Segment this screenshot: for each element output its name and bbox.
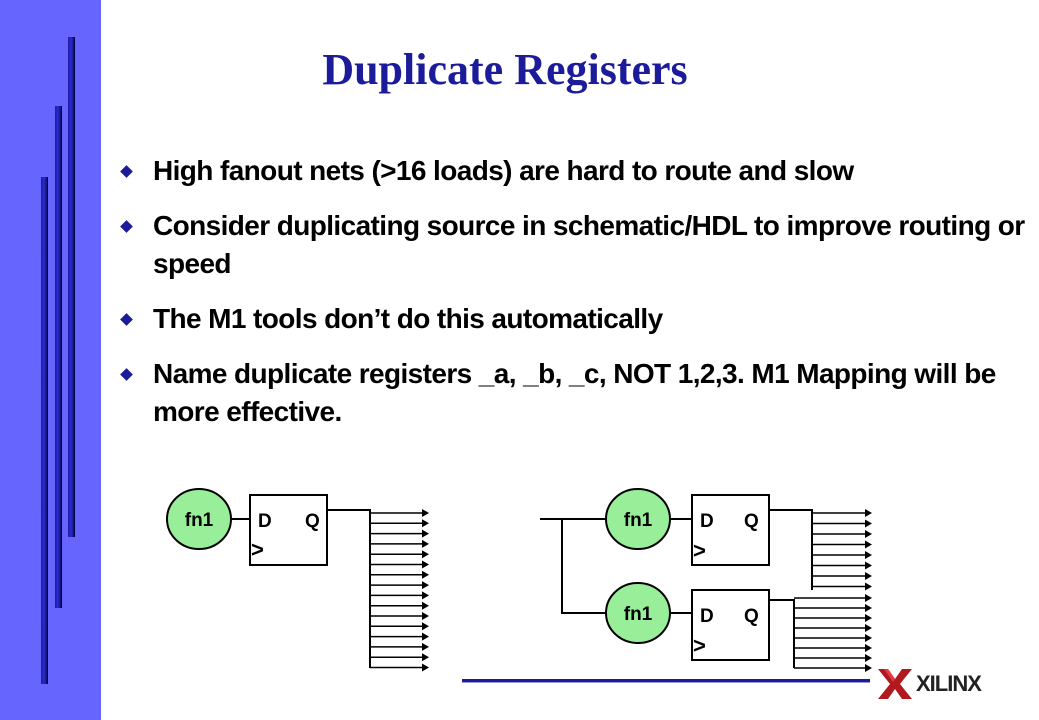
load-arrow-icon xyxy=(865,594,872,602)
slide-title: Duplicate Registers xyxy=(322,45,688,94)
load-arrow-icon xyxy=(422,632,429,641)
load-arrow-icon xyxy=(865,519,872,528)
bullet-text: The M1 tools don’t do this automatically xyxy=(153,303,663,334)
load-arrow-icon xyxy=(865,644,872,652)
duplicated-register-group: fn1 D Q > fn1 D Q > xyxy=(540,488,872,672)
footer-rule-shadow xyxy=(462,682,870,683)
function-label: fn1 xyxy=(624,510,653,531)
load-arrow-icon xyxy=(865,582,872,591)
bullet-item: The M1 tools don’t do this automatically xyxy=(118,300,1028,338)
wire xyxy=(769,509,813,590)
sidebar-decoration xyxy=(0,0,101,720)
xilinx-x-icon xyxy=(878,669,912,699)
load-arrow-icon xyxy=(422,539,429,548)
sidebar-bar-1 xyxy=(68,37,75,537)
clock-symbol: > xyxy=(251,537,264,562)
wire xyxy=(769,599,795,668)
xilinx-wordmark: XILINX xyxy=(916,671,982,696)
function-label: fn1 xyxy=(624,604,653,625)
register-q-label: Q xyxy=(744,606,759,627)
load-arrow-icon xyxy=(422,509,429,517)
bullet-text: Name duplicate registers _a, _b, _c, NOT… xyxy=(153,358,996,427)
register-block xyxy=(249,494,328,566)
load-arrow-icon xyxy=(865,634,872,642)
load-arrow-icon xyxy=(422,519,429,528)
load-arrow-icon xyxy=(865,572,872,580)
load-arrow-icon xyxy=(865,530,872,538)
bullet-item: Name duplicate registers _a, _b, _c, NOT… xyxy=(118,355,1028,431)
sidebar-bar-3 xyxy=(41,177,48,684)
load-arrow-icon xyxy=(865,604,872,612)
bullet-item: Consider duplicating source in schematic… xyxy=(118,207,1028,283)
sidebar-bar-2 xyxy=(55,106,62,608)
load-arrow-icon xyxy=(422,642,429,651)
load-arrow-icon xyxy=(422,591,429,600)
register-d-label: D xyxy=(700,606,714,627)
load-arrow-icon xyxy=(422,560,429,569)
fanout-loads-left xyxy=(370,509,429,672)
load-arrow-icon xyxy=(865,664,872,672)
register-d-label: D xyxy=(258,511,272,532)
register-block xyxy=(691,589,770,661)
load-arrow-icon xyxy=(865,561,872,570)
register-q-label: Q xyxy=(305,511,320,532)
load-arrow-icon xyxy=(422,663,429,672)
xilinx-logo: XILINX xyxy=(876,664,982,704)
load-arrow-icon xyxy=(422,612,429,620)
clock-symbol: > xyxy=(693,538,706,563)
register-block xyxy=(691,494,770,566)
load-arrow-icon xyxy=(422,622,429,631)
load-arrow-icon xyxy=(865,509,872,517)
register-d-label: D xyxy=(700,511,714,532)
bullet-item: High fanout nets (>16 loads) are hard to… xyxy=(118,152,1028,190)
bullet-list: High fanout nets (>16 loads) are hard to… xyxy=(118,152,1028,448)
register-q-label: Q xyxy=(744,511,759,532)
load-arrow-icon xyxy=(865,614,872,622)
load-arrow-icon xyxy=(865,551,872,559)
load-arrow-icon xyxy=(422,550,429,559)
load-arrow-icon xyxy=(865,654,872,662)
wire xyxy=(327,509,371,668)
load-arrow-icon xyxy=(422,529,429,538)
single-register-group: fn1 D Q > xyxy=(166,488,429,672)
load-arrow-icon xyxy=(865,540,872,549)
clock-symbol: > xyxy=(693,633,706,658)
footer-rule xyxy=(462,679,870,682)
fanout-loads-right-lower xyxy=(794,594,872,672)
load-arrow-icon xyxy=(422,570,429,579)
bullet-text: High fanout nets (>16 loads) are hard to… xyxy=(153,155,854,186)
wire xyxy=(561,519,608,614)
load-arrow-icon xyxy=(422,601,429,610)
load-arrow-icon xyxy=(422,653,429,662)
bullet-text: Consider duplicating source in schematic… xyxy=(153,210,1025,279)
load-arrow-icon xyxy=(865,624,872,632)
fanout-loads-right-upper xyxy=(812,509,872,591)
function-label: fn1 xyxy=(185,510,214,531)
load-arrow-icon xyxy=(422,581,429,590)
